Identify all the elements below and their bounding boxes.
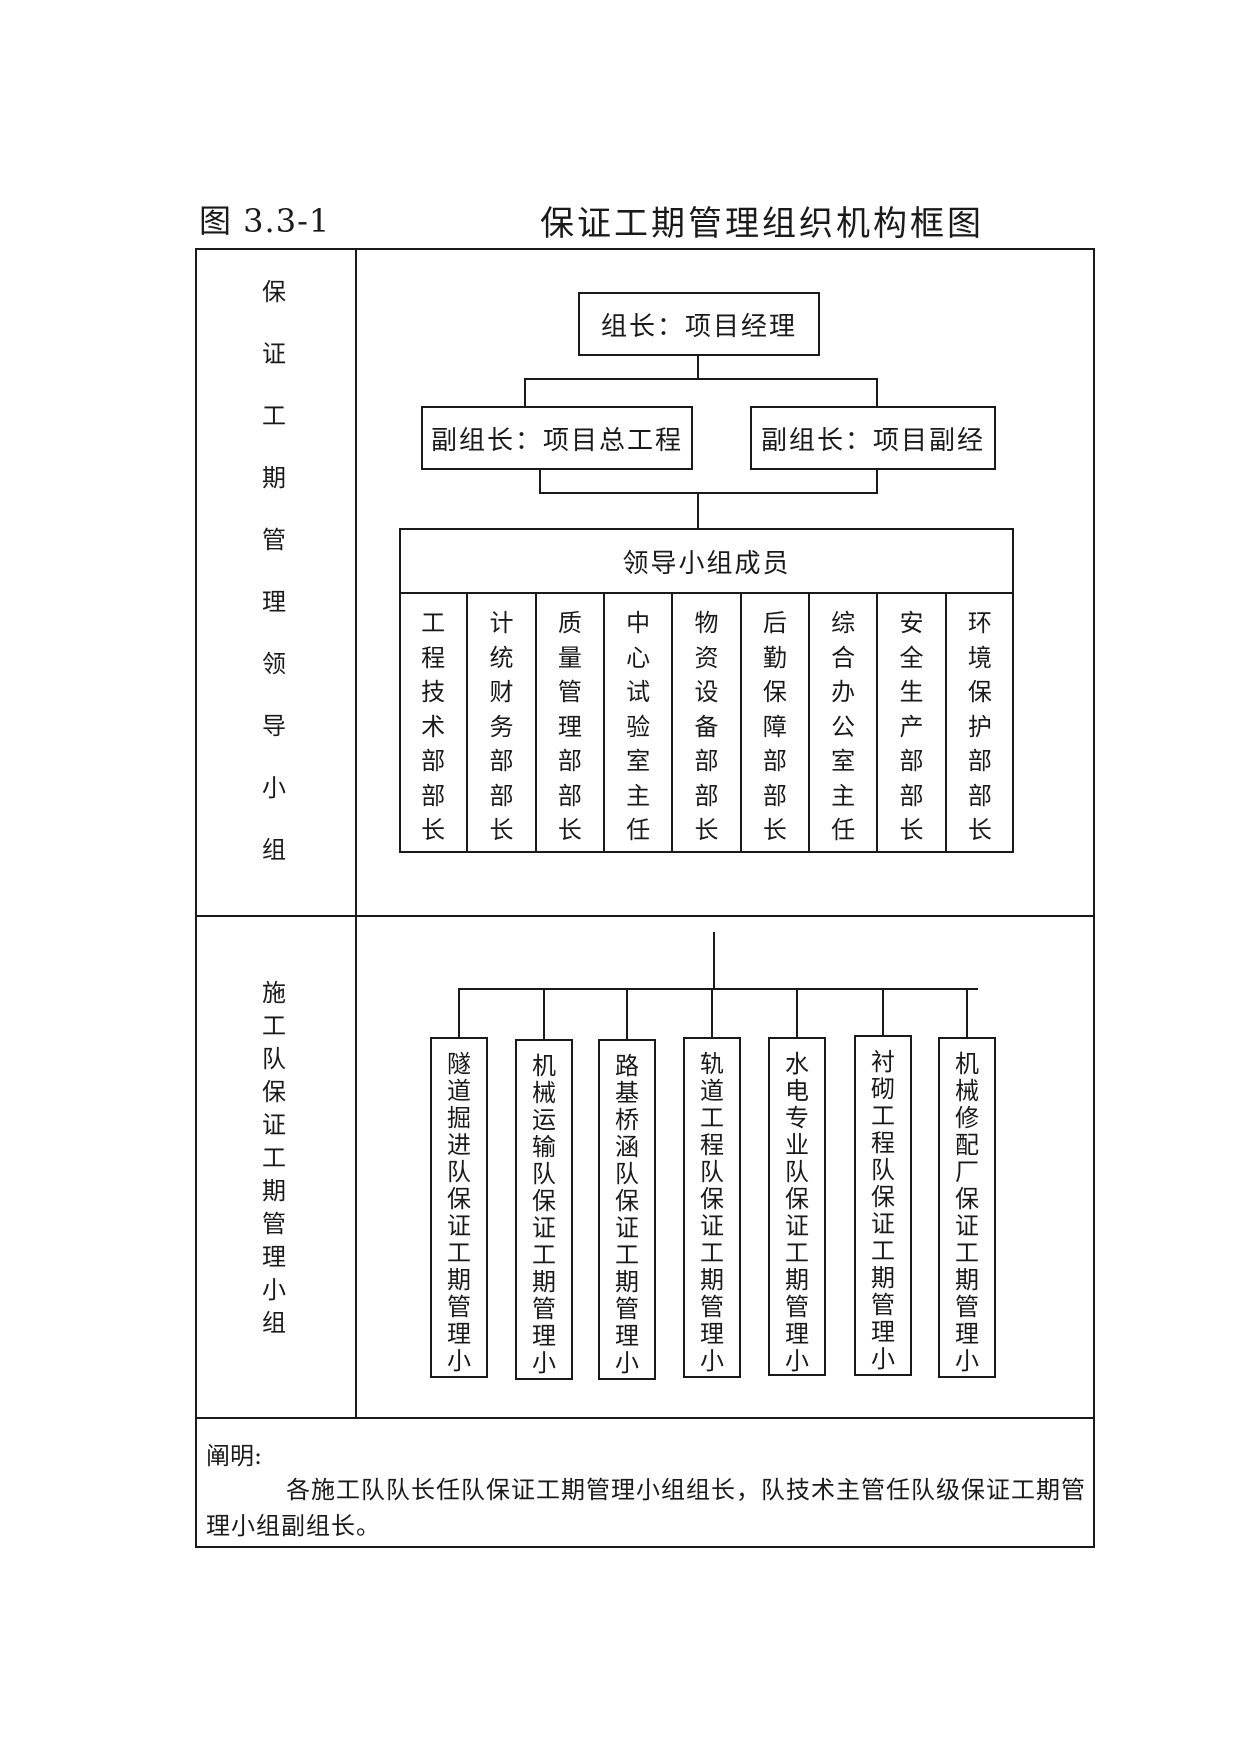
deputy-label-1: 副组长：项目总工程 [430, 425, 683, 456]
note-text: 各施工队队长任队保证工期管理小组组长，队技术主管任队级保证工期管理小组副组长。 [206, 1476, 1086, 1540]
diagram-frame [195, 248, 1095, 1548]
connector [876, 470, 878, 494]
connector [458, 988, 460, 1037]
connector [966, 988, 968, 1037]
connector [524, 378, 878, 380]
note-label: 阐明: [206, 1442, 263, 1470]
department-item: 中心试验室主任 [626, 609, 651, 844]
deputy-box-1: 副组长：项目总工程 [421, 406, 693, 470]
department-item: 物资设备部部长 [694, 609, 719, 844]
team-box: 衬砌工程队保证工期管理小 [854, 1035, 912, 1376]
connector [882, 988, 884, 1035]
connector [876, 378, 878, 406]
section-divider-2 [195, 1417, 1095, 1419]
department-item: 质量管理部部长 [557, 609, 582, 844]
deputy-box-2: 副组长：项目副经 [750, 406, 996, 470]
members-header: 领导小组成员 [399, 530, 1014, 592]
department-divider [739, 592, 742, 852]
department-divider [603, 592, 605, 852]
leadership-section-label: 保证工期管理领导小组 [262, 278, 286, 864]
connector [459, 988, 978, 990]
diagram-title: 保证工期管理组织机构框图 [540, 204, 984, 244]
department-item: 工程技术部部长 [421, 609, 446, 844]
team-box: 机械运输队保证工期管理小 [515, 1039, 573, 1380]
team-section-label: 施工队保证工期管理小组 [262, 979, 286, 1337]
figure-number: 图 3.3-1 [199, 202, 331, 240]
leader-label: 组长：项目经理 [600, 311, 797, 342]
connector [697, 492, 699, 528]
connector [796, 988, 798, 1037]
left-column-divider [355, 248, 357, 1418]
connector [539, 470, 541, 494]
connector [711, 988, 713, 1037]
department-divider [876, 592, 879, 852]
leader-box: 组长：项目经理 [578, 292, 820, 356]
department-divider [944, 592, 947, 852]
team-box: 机械修配厂保证工期管理小 [938, 1037, 996, 1378]
department-item: 安全生产部部长 [899, 609, 924, 844]
department-divider [466, 592, 469, 852]
department-item: 后勤保障部部长 [762, 609, 787, 844]
team-box: 轨道工程队保证工期管理小 [683, 1037, 741, 1378]
department-divider [808, 592, 810, 852]
section-divider-1 [195, 915, 1095, 917]
members-header-label: 领导小组成员 [622, 548, 791, 579]
connector [524, 378, 526, 406]
team-box: 路基桥涵队保证工期管理小 [598, 1039, 656, 1380]
members-header-divider [399, 592, 1014, 594]
connector [697, 356, 699, 378]
connector [539, 492, 878, 494]
members-box [399, 528, 1014, 853]
team-box: 水电专业队保证工期管理小 [768, 1037, 826, 1376]
connector [713, 932, 715, 990]
department-divider [671, 592, 674, 852]
department-item: 计统财务部部长 [489, 609, 514, 844]
connector [543, 988, 545, 1039]
team-box: 隧道掘进队保证工期管理小 [430, 1037, 488, 1378]
department-divider [534, 592, 537, 852]
department-item: 综合办公室主任 [831, 609, 856, 844]
department-item: 环境保护部部长 [967, 609, 992, 844]
deputy-label-2: 副组长：项目副经 [760, 425, 985, 456]
connector [626, 988, 628, 1039]
